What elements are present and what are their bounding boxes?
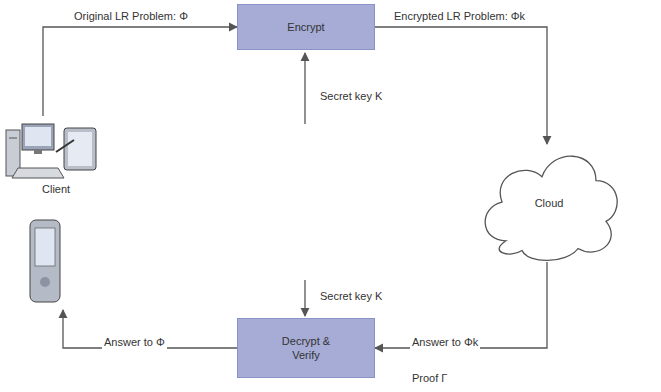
edge-label: Answer to Φk (410, 336, 480, 349)
key-arrow (304, 280, 305, 316)
flow-arrow (43, 27, 237, 116)
cloud-shape: Cloud (474, 140, 624, 266)
edge-label: Original LR Problem: Φ (72, 10, 190, 23)
process-box: Decrypt & Verify (237, 318, 375, 378)
node-label: Encrypt (287, 20, 324, 34)
client-devices: Client (4, 116, 102, 310)
node-label: Cloud (535, 196, 564, 210)
flow-arrow (375, 27, 547, 144)
key-arrow (304, 53, 305, 124)
node-label: Client (40, 182, 72, 196)
edge-label: Encrypted LR Problem: Φk (392, 10, 527, 23)
device-icons (4, 116, 102, 310)
annotation: Proof Γ (410, 372, 449, 385)
annotation: Secret key K (318, 90, 384, 103)
annotation: Secret key K (318, 290, 384, 303)
edge-label: Answer to Φ (102, 336, 167, 349)
node-label: Decrypt & Verify (271, 334, 341, 363)
process-box: Encrypt (237, 4, 375, 50)
